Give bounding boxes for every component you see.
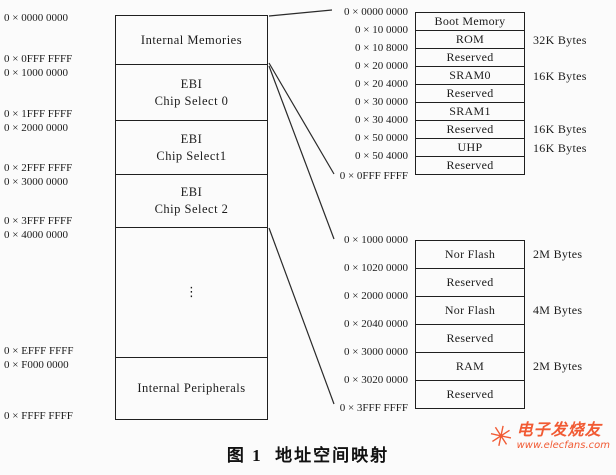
cell-label: Reserved [446, 331, 494, 345]
addr-label: 0 × 0FFF FFFF [339, 170, 408, 182]
addr-label: 0 × FFFF FFFF [4, 410, 73, 422]
cell-sram1: SRAM1 [415, 102, 525, 121]
size-label: 16K Bytes [533, 141, 587, 155]
cell-sram0: SRAM0 [415, 66, 525, 85]
addr-label: 0 × 2040 0000 [344, 318, 408, 330]
block-label: Internal Memories [140, 32, 243, 47]
cell-reserved: Reserved [415, 156, 525, 175]
block-label: Chip Select 0 [154, 93, 229, 108]
block-ebi-cs1: EBI Chip Select1 [116, 121, 267, 175]
cell-label: SRAM1 [449, 104, 491, 118]
cell-label: SRAM0 [449, 68, 491, 82]
vertical-ellipsis: ⋮ [185, 285, 198, 300]
addr-label: 0 × 1000 0000 [344, 234, 408, 246]
addr-label: 0 × 20 4000 [355, 78, 408, 90]
cell-label: Reserved [446, 387, 494, 401]
addr-label: 0 × 3FFF FFFF [339, 402, 408, 414]
cell-reserved: Reserved [415, 380, 525, 409]
cell-label: Reserved [446, 50, 494, 64]
addr-label: 0 × F000 0000 [4, 359, 69, 371]
addr-label: 0 × 2000 0000 [4, 122, 68, 134]
size-label: 32K Bytes [533, 33, 587, 47]
size-label: 4M Bytes [533, 303, 583, 317]
addr-label: 0 × 1000 0000 [4, 67, 68, 79]
addr-label: 0 × 2FFF FFFF [4, 162, 73, 174]
cell-label: UHP [457, 140, 483, 154]
addr-label: 0 × 3000 0000 [344, 346, 408, 358]
elecfans-logo-icon: ✳ [486, 417, 516, 456]
block-label: Chip Select 2 [154, 202, 229, 216]
block-label: Chip Select1 [156, 148, 227, 163]
addr-label: 0 × 0000 0000 [344, 6, 408, 18]
cell-reserved: Reserved [415, 120, 525, 139]
cell-ram: RAM [415, 352, 525, 381]
cell-nor-flash: Nor Flash [415, 240, 525, 269]
cell-label: Reserved [446, 86, 494, 100]
addr-label: 0 × 50 4000 [355, 150, 408, 162]
size-label: 16K Bytes [533, 69, 587, 83]
cell-label: Reserved [446, 122, 494, 136]
main-memory-map-box: Internal Memories EBI Chip Select 0 EBI … [115, 15, 268, 420]
addr-label: 0 × 1FFF FFFF [4, 108, 73, 120]
addr-label: 0 × 0000 0000 [4, 12, 68, 24]
addr-label: 0 × 3FFF FFFF [4, 215, 73, 227]
size-label: 2M Bytes [533, 247, 583, 261]
addr-label: 0 × 4000 0000 [4, 229, 68, 241]
watermark-brand: 电子发烧友 [516, 422, 602, 440]
cell-reserved: Reserved [415, 324, 525, 353]
block-label: EBI [180, 76, 203, 91]
addr-label: 0 × 3020 0000 [344, 374, 408, 386]
cell-label: Reserved [446, 275, 494, 289]
cell-label: Nor Flash [444, 247, 496, 261]
block-internal-peripherals: Internal Peripherals [116, 358, 267, 419]
block-internal-memories: Internal Memories [116, 16, 267, 65]
cell-label: ROM [455, 32, 485, 46]
cell-label: Reserved [446, 158, 494, 172]
block-ebi-cs2: EBI Chip Select 2 [116, 175, 267, 228]
watermark: ✳ 电子发烧友 www.elecfans.com [486, 417, 610, 456]
cell-reserved: Reserved [415, 48, 525, 67]
cell-reserved: Reserved [415, 268, 525, 297]
watermark-url: www.elecfans.com [516, 440, 610, 452]
block-ebi-cs0: EBI Chip Select 0 [116, 65, 267, 121]
addr-label: 0 × 2000 0000 [344, 290, 408, 302]
addr-label: 0 × 30 4000 [355, 114, 408, 126]
cell-label: RAM [455, 359, 485, 373]
size-label: 16K Bytes [533, 122, 587, 136]
addr-label: 0 × 20 0000 [355, 60, 408, 72]
addr-label: 0 × 1020 0000 [344, 262, 408, 274]
block-ellipsis: ⋮ [116, 228, 267, 358]
addr-label: 0 × 0FFF FFFF [4, 53, 73, 65]
addr-label: 0 × 10 0000 [355, 24, 408, 36]
cell-nor-flash: Nor Flash [415, 296, 525, 325]
cell-boot-memory: Boot Memory [415, 12, 525, 31]
cell-label: Nor Flash [444, 303, 496, 317]
block-label: Internal Peripherals [137, 381, 246, 395]
block-label: EBI [180, 131, 203, 146]
cell-rom: ROM [415, 30, 525, 49]
addr-label: 0 × 3000 0000 [4, 176, 68, 188]
watermark-text: 电子发烧友 www.elecfans.com [517, 422, 610, 452]
addr-label: 0 × EFFF FFFF [4, 345, 74, 357]
cell-uhp: UHP [415, 138, 525, 157]
addr-label: 0 × 30 0000 [355, 96, 408, 108]
addr-label: 0 × 10 8000 [355, 42, 408, 54]
size-label: 2M Bytes [533, 359, 583, 373]
block-label: EBI [180, 185, 203, 199]
cell-label: Boot Memory [434, 14, 506, 28]
figure-caption: 图 1 地址空间映射 [226, 446, 390, 465]
cell-reserved: Reserved [415, 84, 525, 103]
addr-label: 0 × 50 0000 [355, 132, 408, 144]
